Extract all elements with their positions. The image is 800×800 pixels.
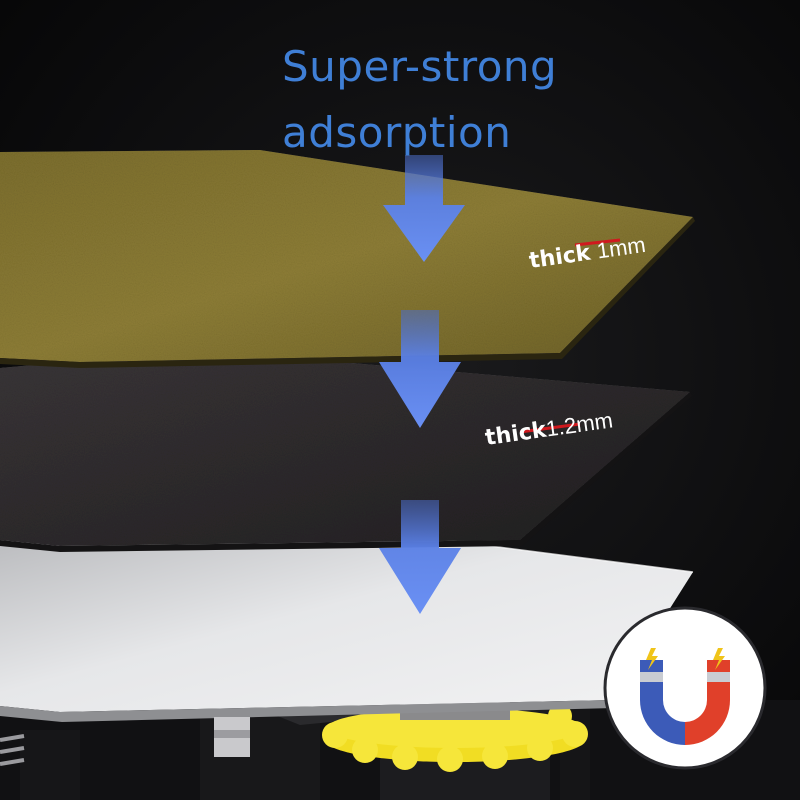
headline-line-1: Super-strong [282,42,558,91]
thickness-marker-1 [574,238,621,247]
headline-line-2: adsorption [282,108,512,157]
magnetic-sticker-layer [0,350,692,552]
down-arrow-icon [379,310,461,428]
thickness-marker-2 [519,422,581,434]
down-arrow-icon [379,500,461,614]
lightning-icon [646,648,725,670]
left-spring [0,734,25,766]
leveling-knob [322,700,588,772]
magnet-icon [603,606,767,770]
pei-sheet-layer [0,150,695,368]
aluminum-bed [0,527,694,757]
down-arrow-icon [383,155,465,262]
